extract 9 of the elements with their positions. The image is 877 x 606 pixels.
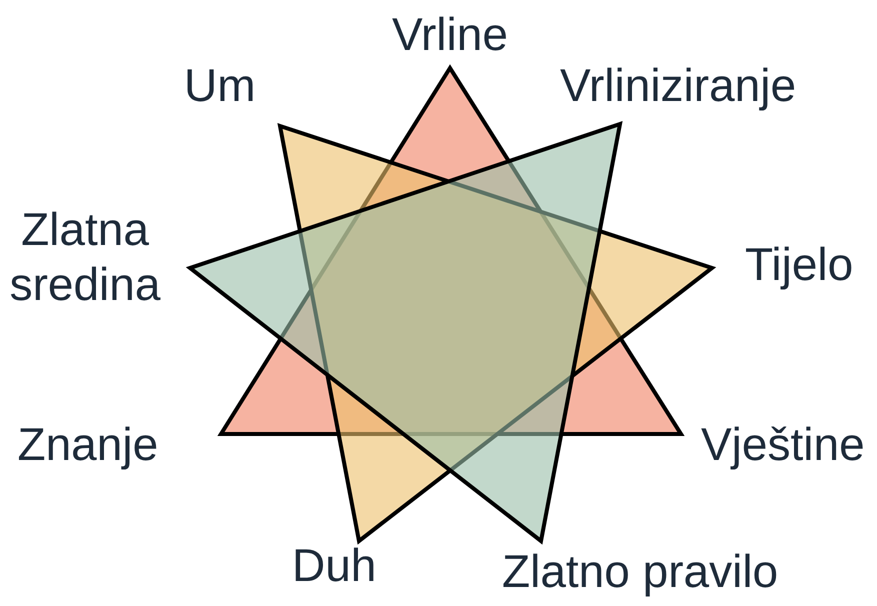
vertex-label: Zlatno pravilo xyxy=(502,545,778,598)
vertex-label: Tijelo xyxy=(745,238,854,291)
vertex-label: Zlatna sredina xyxy=(8,202,162,312)
vertex-label: Znanje xyxy=(18,418,158,471)
vertex-label: Vrliniziranje xyxy=(560,59,796,112)
vertex-label: Vrline xyxy=(392,8,508,61)
vertex-label: Duh xyxy=(292,539,376,592)
vertex-label: Um xyxy=(184,59,256,112)
vertex-label: Vještine xyxy=(701,418,865,471)
